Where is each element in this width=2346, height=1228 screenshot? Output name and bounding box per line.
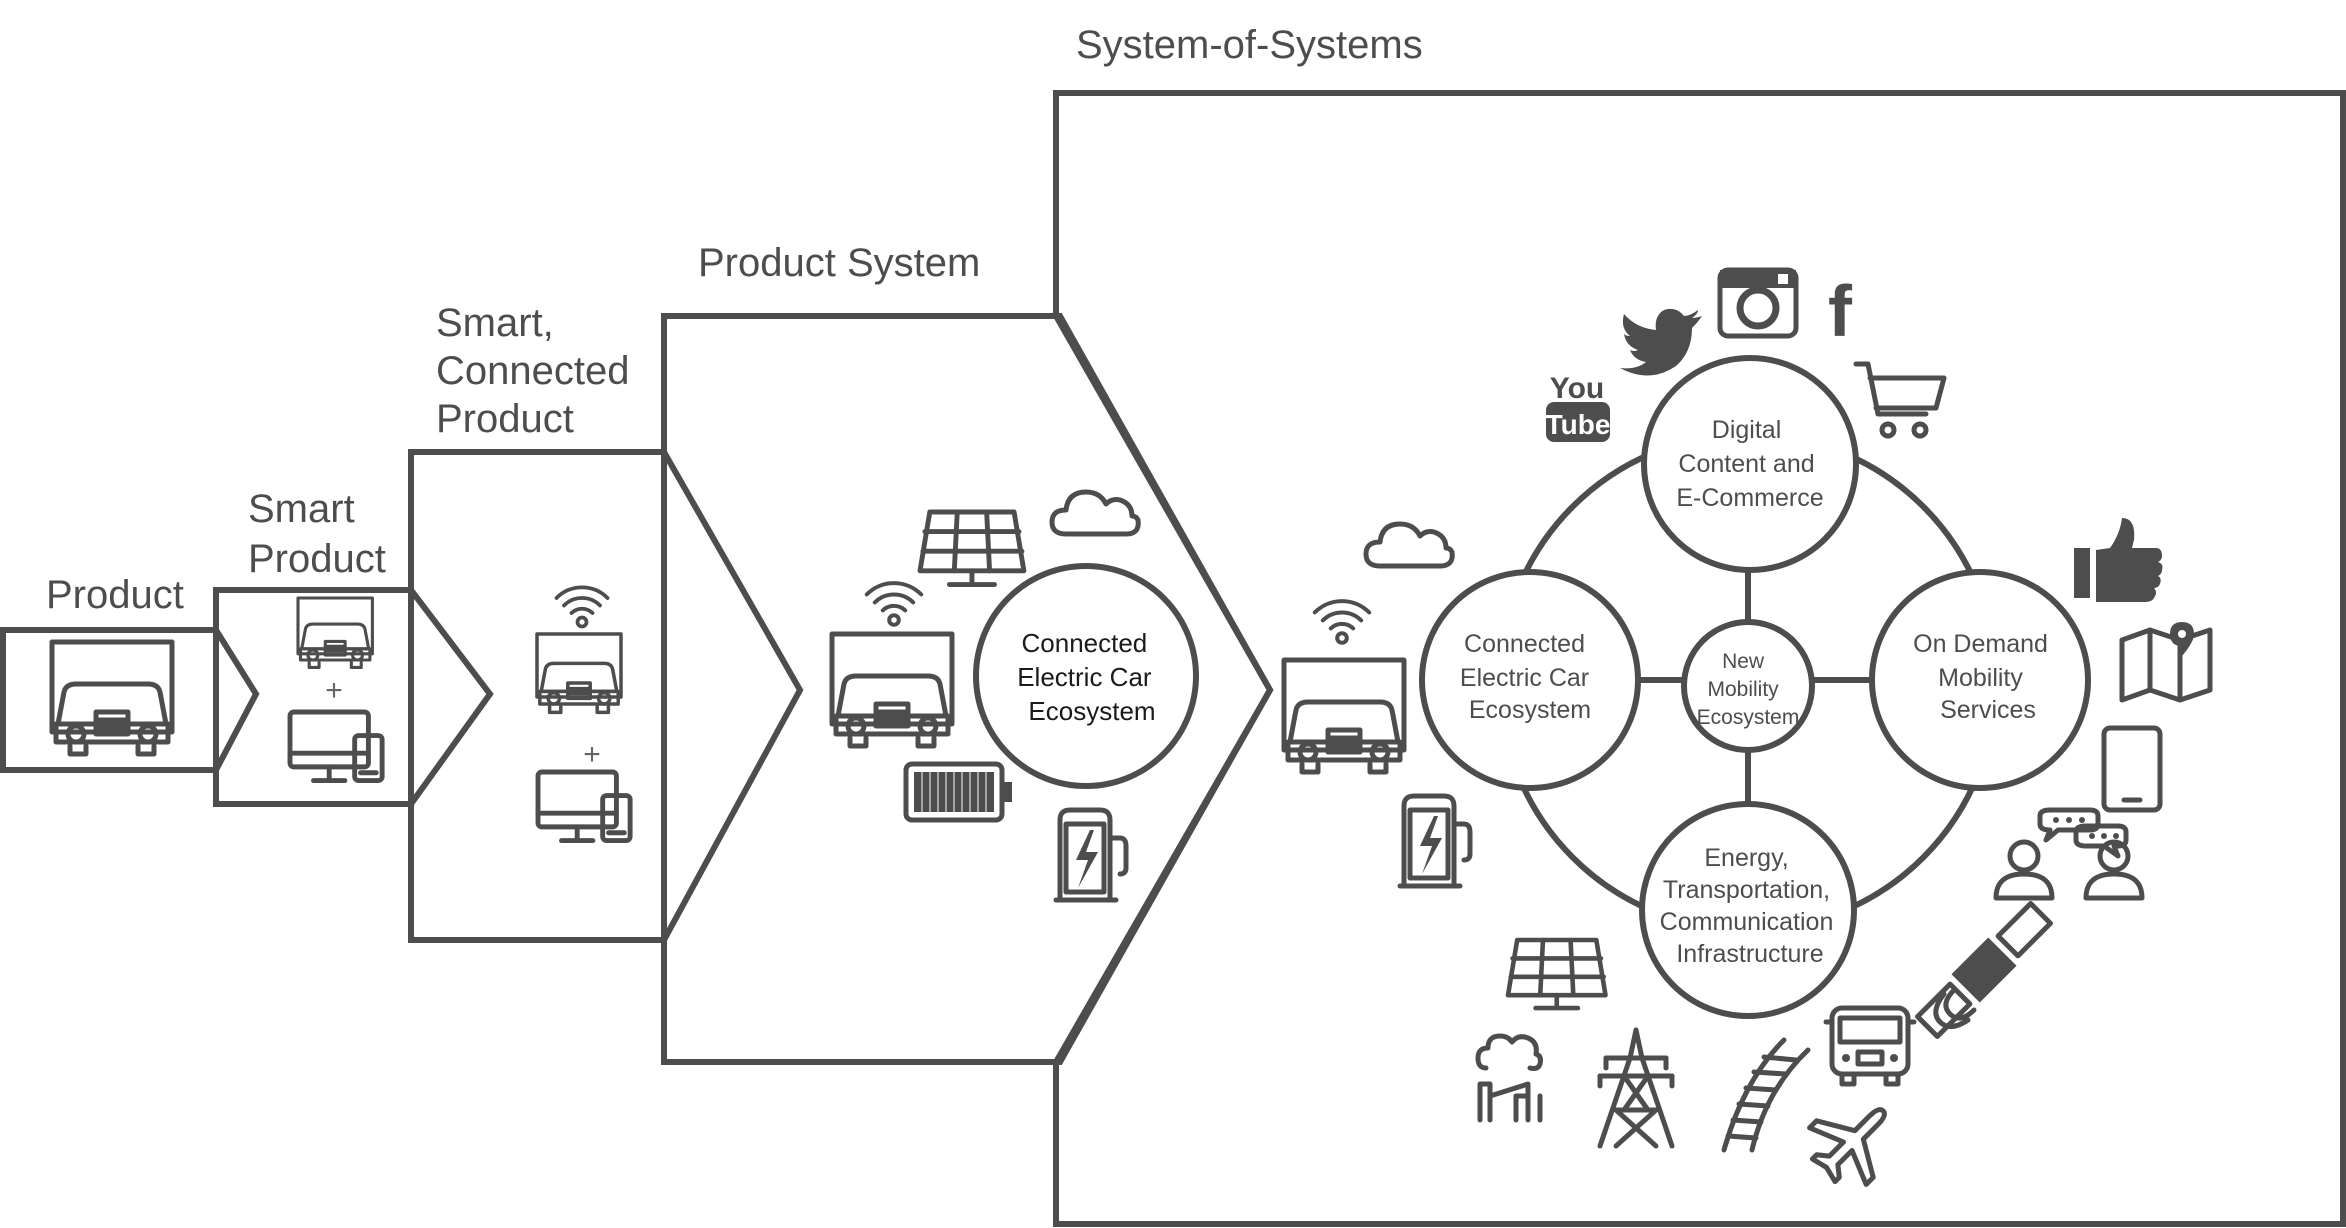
facebook-icon: f	[1828, 272, 1853, 352]
product-shape	[0, 627, 260, 773]
plus-sign: +	[583, 738, 601, 771]
product-system-label: Product System	[698, 241, 980, 285]
truck-icon	[535, 632, 623, 715]
connected-ev-node	[1419, 569, 1641, 791]
factory-icon	[1478, 1036, 1541, 1120]
infrastructure-node	[1639, 801, 1857, 1019]
smart-product-label: Smart Product	[248, 487, 386, 581]
digital-content-label: Digital Content and E-Commerce	[1676, 416, 1823, 512]
connected-ev-ecosystem-label: Connected Electric Car Ecosystem	[1017, 628, 1159, 726]
charging-station-icon	[1056, 810, 1126, 900]
svg-text:Tube: Tube	[1546, 409, 1611, 440]
plus-sign: +	[325, 674, 343, 707]
connected-ev-label: Connected Electric Car Ecosystem	[1460, 630, 1596, 724]
youtube-icon: You Tube	[1546, 372, 1611, 442]
chat-users-icon	[1996, 810, 2142, 898]
battery-icon	[906, 764, 1012, 820]
wifi-icon	[1315, 601, 1369, 643]
cloud-icon	[1052, 492, 1138, 534]
truck-icon	[296, 596, 374, 669]
connected-ev-ecosystem-node	[973, 563, 1199, 789]
digital-content-node	[1641, 355, 1859, 573]
satellite-icon	[1918, 904, 2051, 1037]
product-label: Product	[46, 573, 184, 617]
railway-icon	[1724, 1040, 1808, 1150]
airplane-icon	[1795, 1083, 1911, 1199]
svg-text:You: You	[1550, 372, 1604, 405]
smart-connected-product-label: Smart, Connected Product	[436, 301, 641, 441]
new-mobility-ecosystem-label: New Mobility Ecosystem	[1697, 650, 1800, 729]
power-tower-icon	[1600, 1030, 1672, 1146]
thumbs-up-icon	[2074, 518, 2163, 602]
svg-text:f: f	[1828, 272, 1853, 352]
on-demand-mobility-node	[1869, 569, 2091, 791]
monitor-icon	[538, 772, 630, 841]
truck-icon	[832, 634, 952, 746]
shopping-cart-icon	[1856, 364, 1944, 436]
instagram-icon	[1720, 270, 1796, 336]
truck-icon	[1284, 660, 1404, 772]
map-icon	[2122, 622, 2210, 700]
monitor-icon	[290, 712, 382, 781]
wifi-icon	[867, 583, 921, 625]
bus-icon	[1826, 1008, 1914, 1084]
solar-panel-icon	[920, 512, 1024, 585]
twitter-icon	[1620, 308, 1702, 376]
on-demand-mobility-label: On Demand Mobility Services	[1913, 630, 2055, 724]
system-of-systems-box	[1053, 90, 2346, 1227]
tablet-device-icon	[2104, 728, 2160, 810]
solar-panel-icon	[1508, 940, 1606, 1008]
cloud-icon	[1366, 524, 1452, 566]
new-mobility-ecosystem-node	[1681, 619, 1815, 753]
infrastructure-label: Energy, Transportation, Communication In…	[1660, 844, 1841, 968]
truck-icon	[52, 642, 172, 754]
wifi-icon	[554, 585, 610, 629]
charging-station-icon	[1400, 796, 1470, 886]
smart-connected-product-shape	[408, 449, 804, 943]
system-of-systems-title: System-of-Systems	[1076, 23, 1423, 67]
